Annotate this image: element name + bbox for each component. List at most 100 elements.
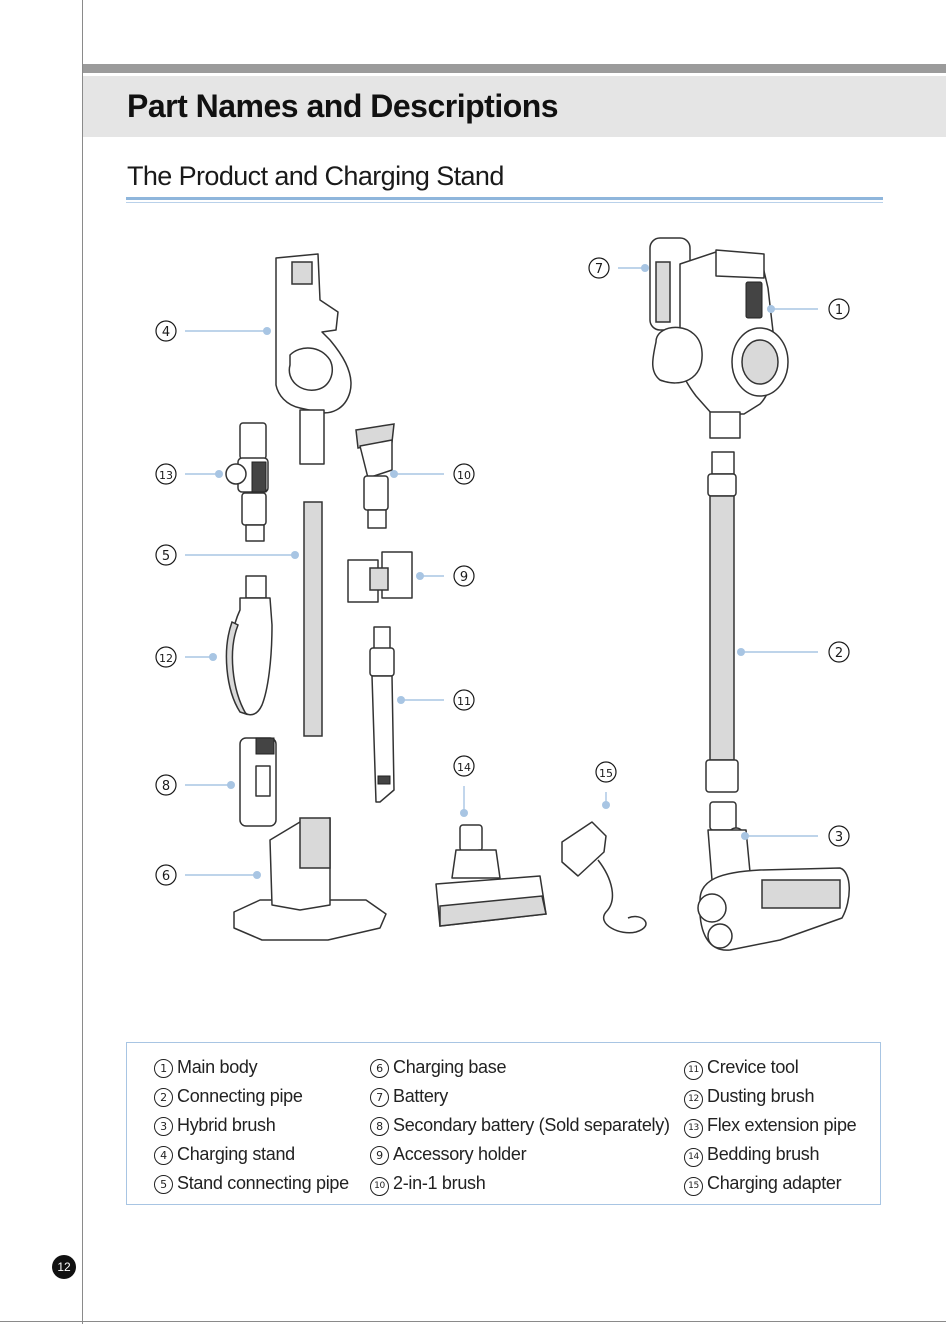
crevice-tool-illustration — [369, 626, 395, 803]
legend-number: 9 — [370, 1146, 389, 1165]
section-title: The Product and Charging Stand — [127, 161, 504, 191]
title-band-top — [83, 64, 946, 73]
svg-text:2: 2 — [835, 646, 843, 661]
svg-text:8: 8 — [162, 779, 170, 794]
svg-text:11: 11 — [457, 695, 471, 708]
legend-number: 13 — [684, 1119, 703, 1138]
svg-text:13: 13 — [159, 469, 173, 482]
legend-number: 2 — [154, 1088, 173, 1107]
callout-14: 14 — [453, 755, 475, 777]
svg-text:1: 1 — [835, 303, 843, 318]
callout-9: 9 — [453, 565, 475, 587]
legend-label: Charging adapter — [707, 1173, 842, 1193]
callout-7: 7 — [588, 257, 610, 279]
accessory-holder-illustration — [347, 551, 413, 603]
stand-connecting-pipe-illustration — [303, 501, 323, 737]
legend-label: Charging base — [393, 1057, 507, 1077]
legend-number: 5 — [154, 1175, 173, 1194]
charging-stand-illustration — [275, 253, 352, 465]
svg-text:15: 15 — [599, 767, 613, 780]
callout-13: 13 — [155, 463, 177, 485]
legend-number: 4 — [154, 1146, 173, 1165]
margin-rule — [82, 0, 83, 1324]
svg-text:9: 9 — [460, 570, 468, 585]
secondary-battery-illustration — [239, 737, 277, 827]
legend-number: 1 — [154, 1059, 173, 1078]
svg-text:4: 4 — [162, 325, 170, 340]
legend-label: Accessory holder — [393, 1144, 527, 1164]
callout-1: 1 — [828, 298, 850, 320]
callout-15: 15 — [595, 761, 617, 783]
legend-label: 2-in-1 brush — [393, 1173, 486, 1193]
callout-6: 6 — [155, 864, 177, 886]
callout-2: 2 — [828, 641, 850, 663]
parts-diagram: 4 13 5 12 8 6 10 9 11 14 15 7 1 2 3 — [155, 237, 850, 951]
legend-label: Hybrid brush — [177, 1115, 276, 1135]
svg-text:3: 3 — [835, 830, 843, 845]
title-band — [83, 76, 946, 137]
svg-text:12: 12 — [159, 652, 173, 665]
charging-base-illustration — [233, 817, 387, 941]
svg-text:5: 5 — [162, 549, 170, 564]
legend-label: Dusting brush — [707, 1086, 815, 1106]
legend-label: Stand connecting pipe — [177, 1173, 349, 1193]
hybrid-brush-illustration — [697, 801, 850, 951]
connecting-pipe-illustration — [705, 451, 739, 793]
svg-text:14: 14 — [457, 761, 471, 774]
legend-label: Bedding brush — [707, 1144, 820, 1164]
page-number-badge: 12 — [52, 1255, 76, 1279]
bottom-rule — [0, 1321, 946, 1322]
legend-number: 12 — [684, 1090, 703, 1109]
legend-label: Flex extension pipe — [707, 1115, 857, 1135]
svg-text:10: 10 — [457, 469, 471, 482]
callout-11: 11 — [453, 689, 475, 711]
legend-number: 15 — [684, 1177, 703, 1196]
legend-number: 7 — [370, 1088, 389, 1107]
callout-8: 8 — [155, 774, 177, 796]
legend-label: Battery — [393, 1086, 448, 1106]
legend-number: 10 — [370, 1177, 389, 1196]
svg-text:6: 6 — [162, 869, 170, 884]
page-title: Part Names and Descriptions — [127, 88, 559, 124]
legend-label: Main body — [177, 1057, 258, 1077]
callout-4: 4 — [155, 320, 177, 342]
section-rule-thin — [126, 202, 883, 203]
main-body-illustration — [649, 237, 789, 439]
legend-number: 8 — [370, 1117, 389, 1136]
legend-number: 11 — [684, 1061, 703, 1080]
bedding-brush-illustration — [435, 824, 547, 927]
callout-10: 10 — [453, 463, 475, 485]
flex-extension-pipe-illustration — [225, 422, 269, 542]
callout-5: 5 — [155, 544, 177, 566]
callout-3: 3 — [828, 825, 850, 847]
callout-12: 12 — [155, 646, 177, 668]
dusting-brush-illustration — [225, 575, 273, 716]
legend-label: Connecting pipe — [177, 1086, 303, 1106]
charging-adapter-illustration — [561, 821, 647, 934]
legend-label: Secondary battery (Sold separately) — [393, 1115, 670, 1135]
legend-number: 6 — [370, 1059, 389, 1078]
legend-label: Charging stand — [177, 1144, 295, 1164]
legend-number: 14 — [684, 1148, 703, 1167]
legend-number: 3 — [154, 1117, 173, 1136]
two-in-one-brush-illustration — [355, 423, 395, 529]
section-rule — [126, 197, 883, 200]
